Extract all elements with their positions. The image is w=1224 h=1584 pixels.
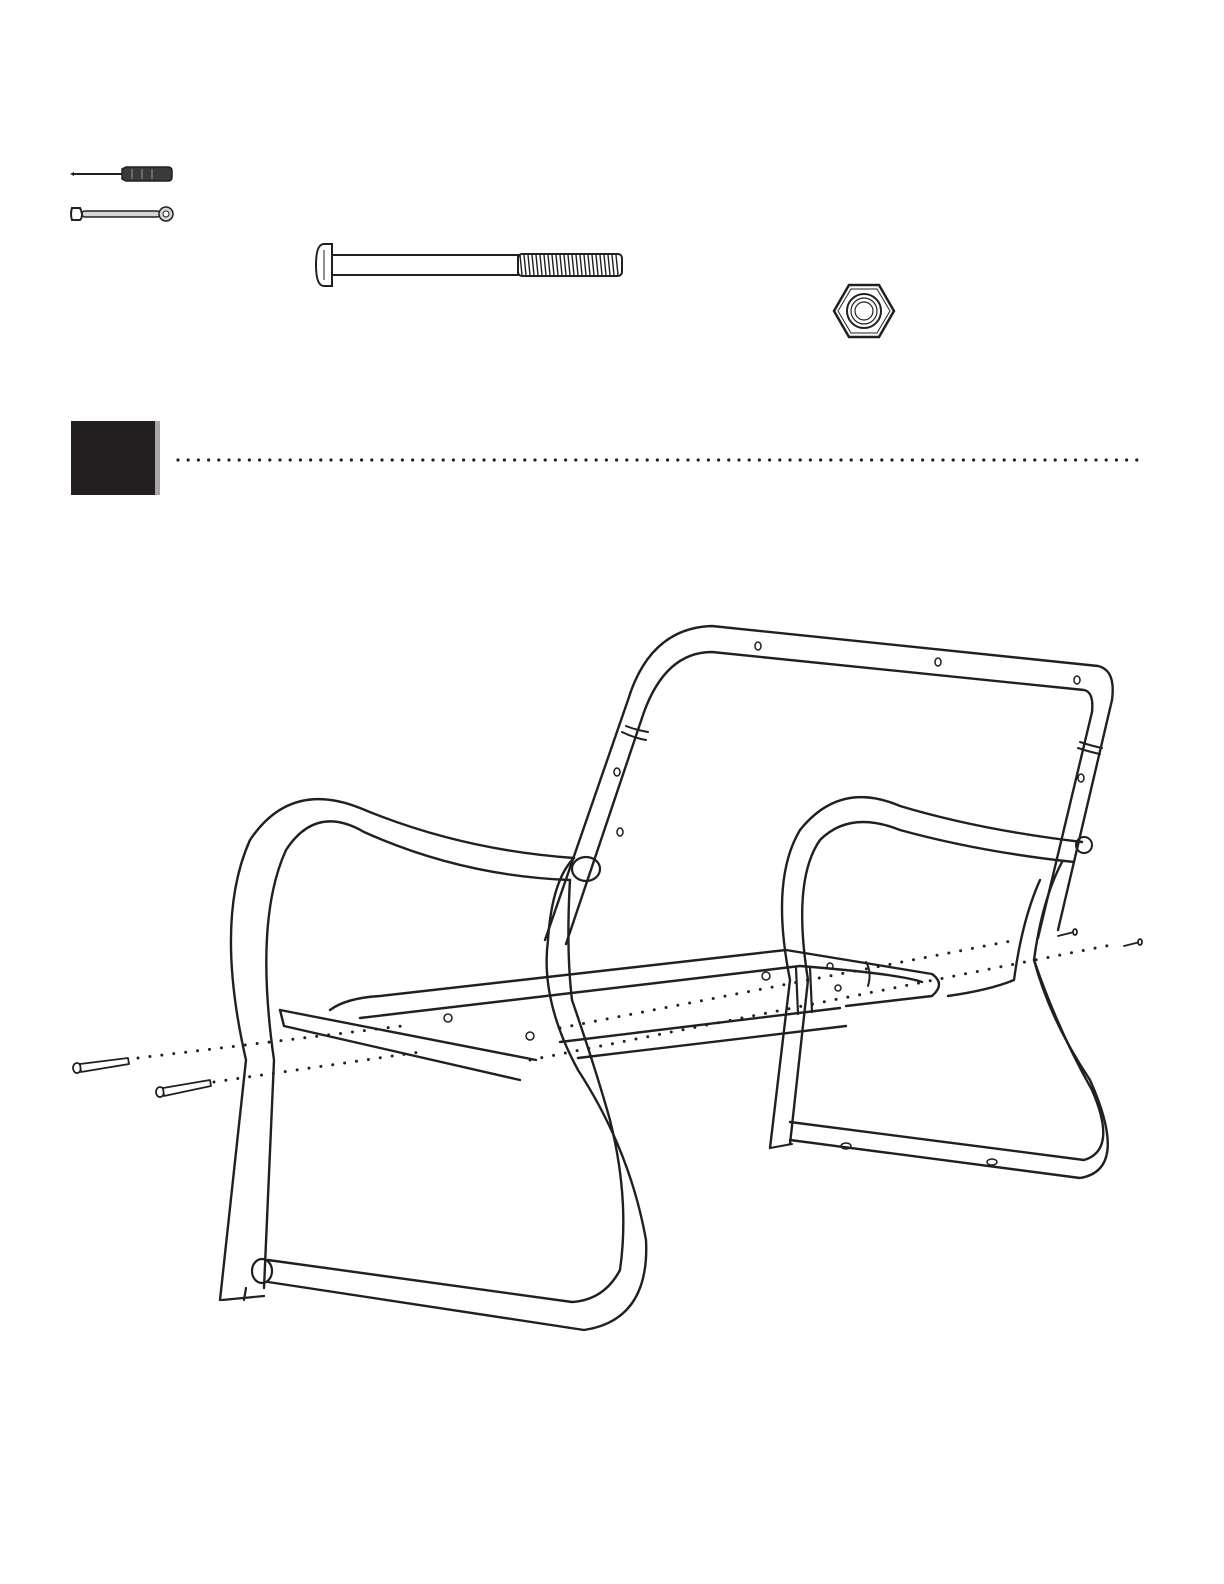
bolt-left-lower [156,1080,211,1097]
backrest-frame [545,626,1113,944]
wrench-icon [68,202,178,226]
left-side-frame [220,799,646,1330]
bolt-icon [312,240,628,290]
step-number-box [71,421,155,495]
bolt-right-lower [1124,939,1142,946]
dotted-separator [176,456,1142,464]
screwdriver-icon [68,160,178,188]
seat-frame [280,950,939,1080]
bolt-right-upper [1058,929,1077,936]
loveseat-frame-diagram [0,600,1224,1360]
hex-nut-icon [830,282,898,340]
insertion-bolts [73,929,1142,1097]
bolt-left-upper [73,1058,129,1073]
